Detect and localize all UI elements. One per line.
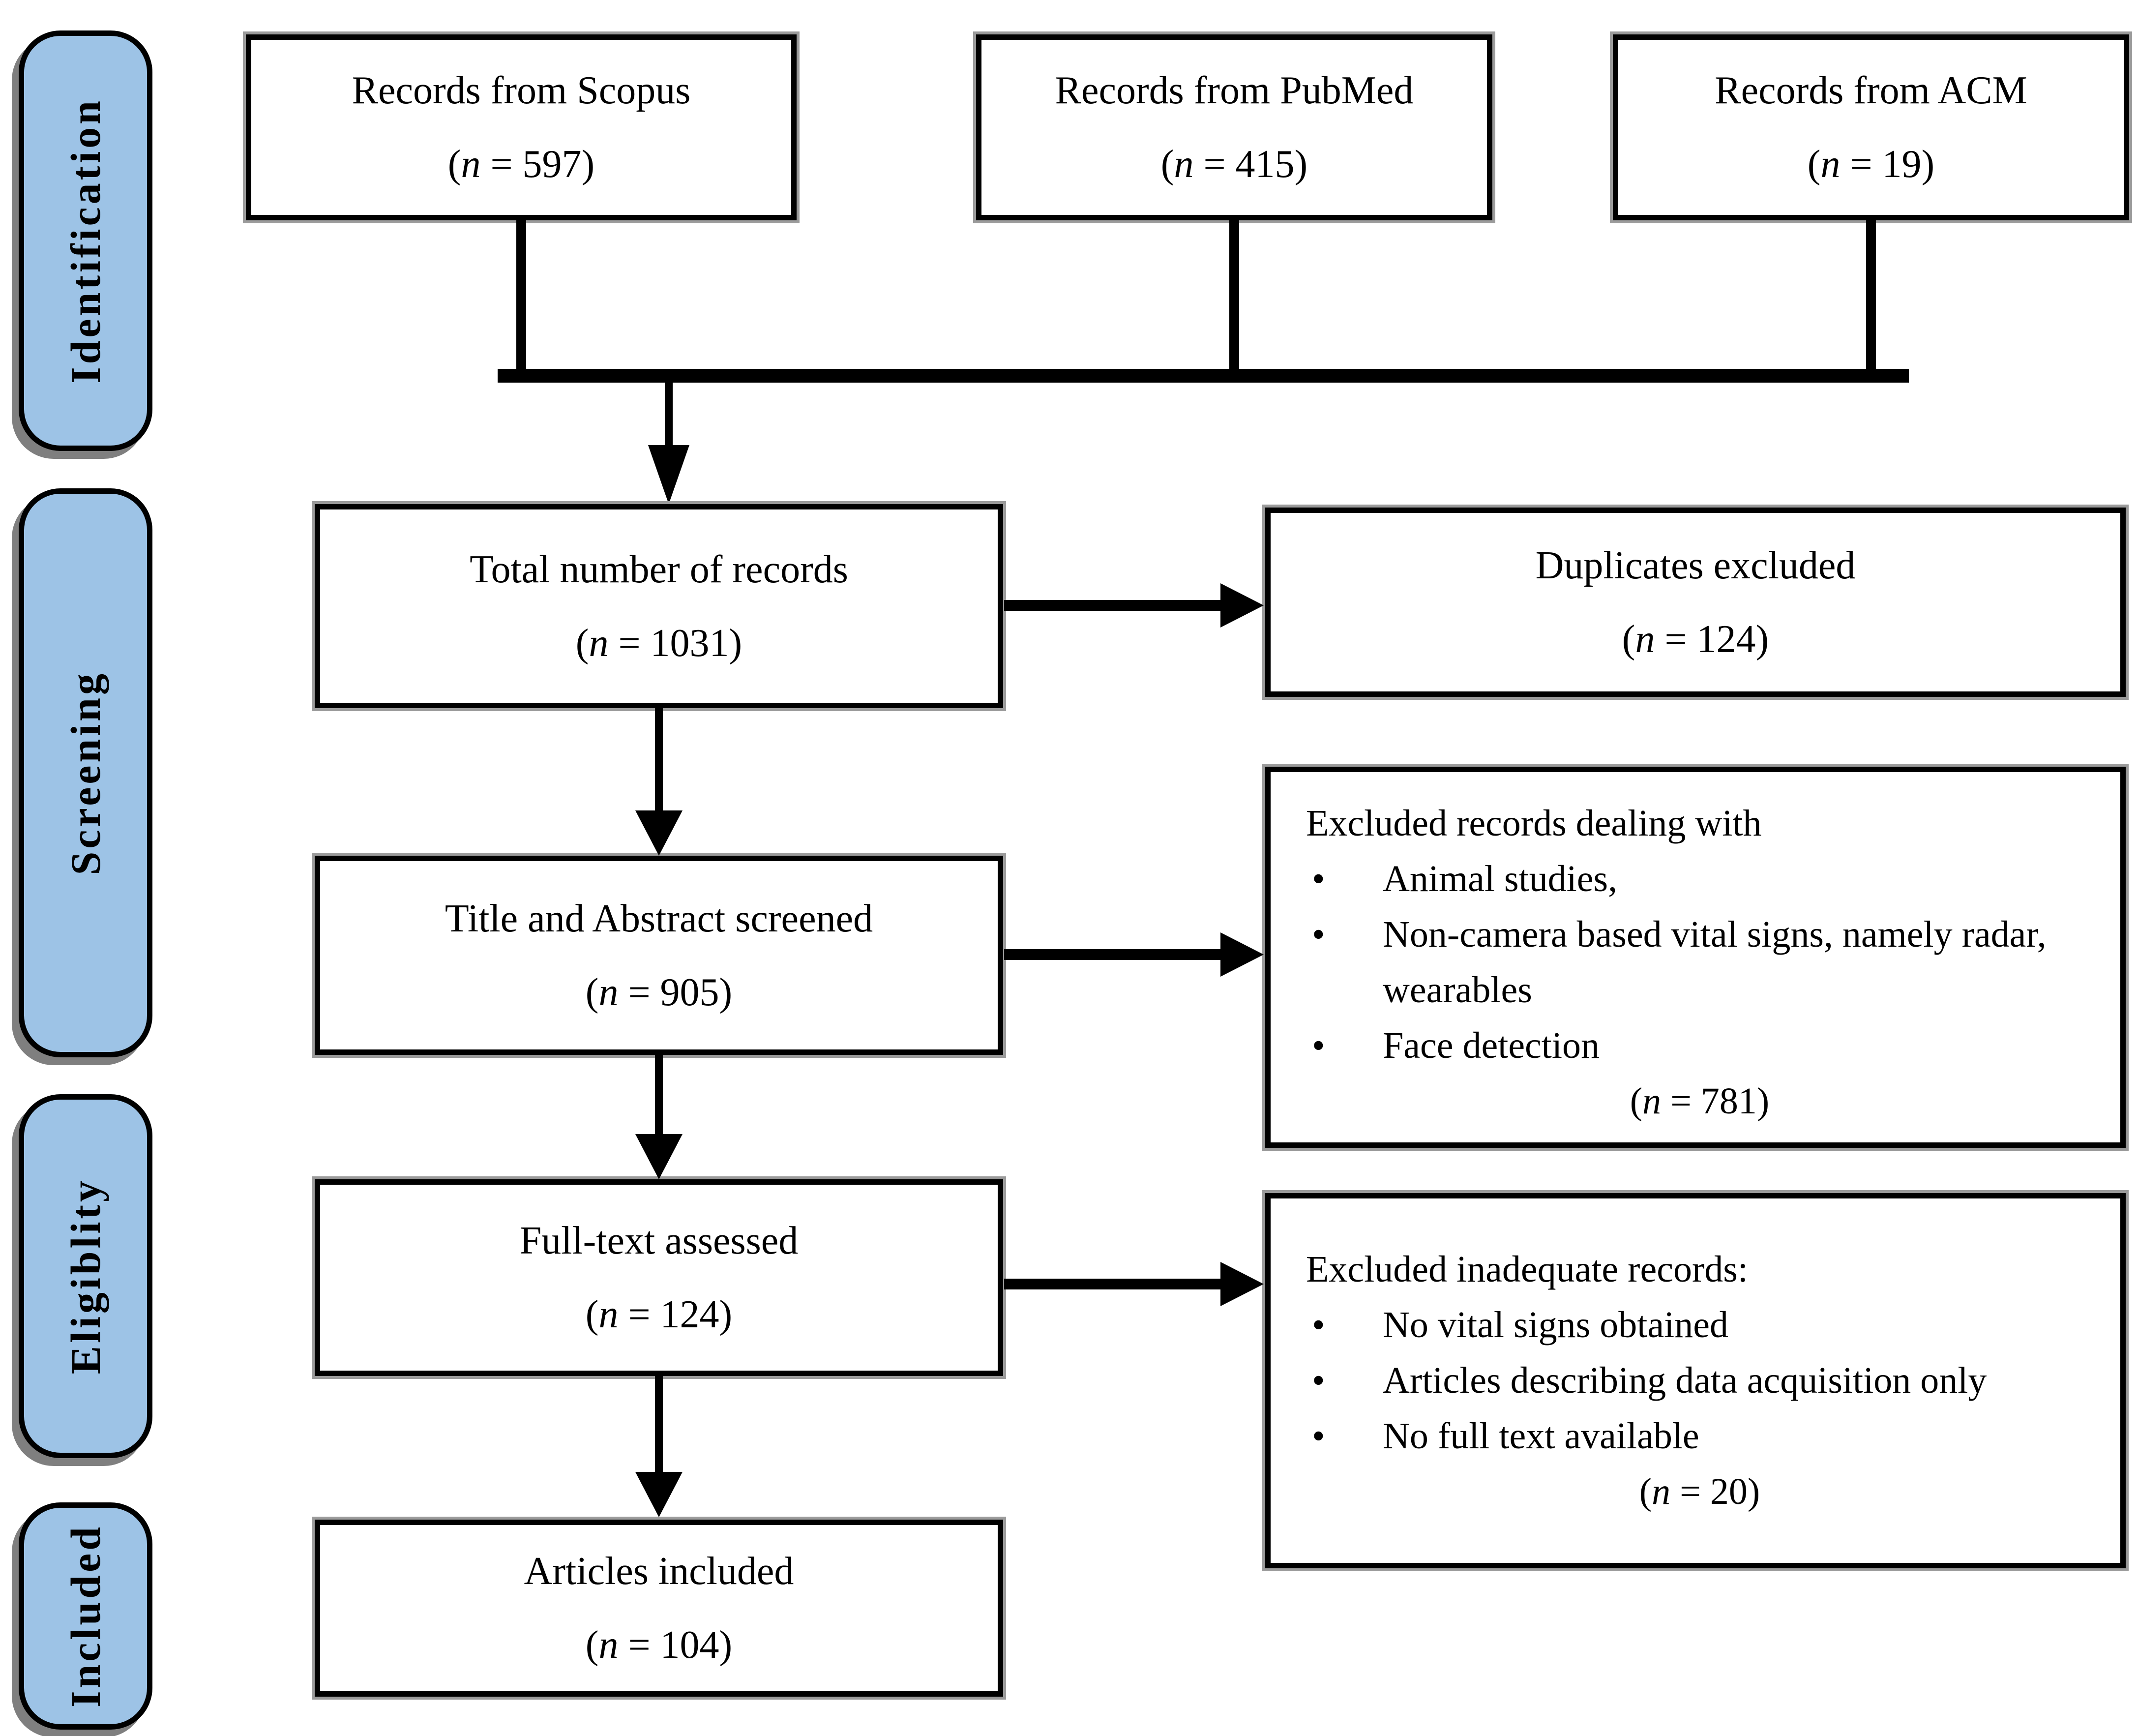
list-item-text: No full text available xyxy=(1383,1415,1699,1457)
articles-included-count: (n = 104) xyxy=(585,1623,733,1667)
title-abstract-count: (n = 905) xyxy=(585,970,733,1014)
records-pubmed-count: (n = 415) xyxy=(1160,143,1308,186)
arrow-total-to-screened-shaft xyxy=(655,708,663,812)
stage-screening: Screening xyxy=(19,488,152,1057)
box-records-pubmed: Records from PubMed (n = 415) xyxy=(976,34,1492,220)
excluded-eligibility-list: • No vital signs obtained • Articles descr… xyxy=(1306,1297,2093,1464)
total-records-label: Total number of records xyxy=(470,547,848,591)
arrow-fulltext-to-excluded-head-icon xyxy=(1220,1262,1264,1306)
list-item: • No vital signs obtained xyxy=(1306,1297,2093,1353)
stage-eligibility: Eligiblity xyxy=(19,1094,152,1458)
list-item-text: Animal studies, xyxy=(1383,858,1618,899)
arrow-total-to-screened-head-icon xyxy=(635,810,683,856)
list-item-text: Articles describing data acquisition onl… xyxy=(1383,1360,1987,1401)
arrow-total-to-duplicates-head-icon xyxy=(1220,583,1264,628)
arrow-merge-to-total-head-icon xyxy=(648,445,689,504)
articles-included-label: Articles included xyxy=(524,1550,794,1593)
excluded-screening-count: (n = 781) xyxy=(1630,1080,1770,1122)
records-acm-label: Records from ACM xyxy=(1715,69,2027,112)
box-excluded-eligibility: Excluded inadequate records: • No vital s… xyxy=(1265,1193,2126,1568)
box-records-acm: Records from ACM (n = 19) xyxy=(1613,34,2129,220)
connector-pubmed-down xyxy=(1229,220,1239,369)
connector-merge-bar xyxy=(498,369,1909,383)
bullet-icon: • xyxy=(1312,914,1325,955)
box-excluded-screening: Excluded records dealing with • Animal st… xyxy=(1265,767,2126,1148)
connector-acm-down xyxy=(1866,220,1876,369)
list-item: • Non-camera based vital signs, namely ra… xyxy=(1306,907,2093,1018)
arrow-total-to-duplicates-shaft xyxy=(1004,600,1223,611)
bullet-icon: • xyxy=(1312,1304,1325,1346)
list-item: • Face detection xyxy=(1306,1018,2093,1074)
arrow-screened-to-excluded-shaft xyxy=(1004,949,1223,960)
arrow-merge-to-total-shaft xyxy=(665,382,673,447)
excluded-screening-list: • Animal studies, • Non-camera based vital… xyxy=(1306,851,2093,1074)
arrow-fulltext-to-excluded-shaft xyxy=(1004,1279,1223,1289)
arrow-screened-to-fulltext-shaft xyxy=(655,1055,663,1136)
list-item-text: Face detection xyxy=(1383,1025,1600,1066)
list-item: • Animal studies, xyxy=(1306,851,2093,907)
duplicates-excluded-count: (n = 124) xyxy=(1622,617,1769,661)
stage-eligibility-label: Eligiblity xyxy=(62,1178,109,1375)
records-scopus-count: (n = 597) xyxy=(447,143,595,186)
records-pubmed-label: Records from PubMed xyxy=(1055,69,1414,112)
stage-included: Included xyxy=(19,1502,152,1730)
list-item-text: No vital signs obtained xyxy=(1383,1304,1728,1346)
records-acm-count: (n = 19) xyxy=(1807,143,1935,186)
excluded-screening-title: Excluded records dealing with xyxy=(1306,803,1762,844)
title-abstract-label: Title and Abstract screened xyxy=(445,897,873,940)
box-duplicates-excluded: Duplicates excluded (n = 124) xyxy=(1265,508,2126,697)
box-fulltext-assessed: Full-text assessed (n = 124) xyxy=(315,1179,1003,1376)
bullet-icon: • xyxy=(1312,1025,1325,1066)
arrow-screened-to-excluded-head-icon xyxy=(1220,932,1264,977)
bullet-icon: • xyxy=(1312,1360,1325,1401)
stage-identification: Identification xyxy=(19,30,152,451)
box-title-abstract-screened: Title and Abstract screened (n = 905) xyxy=(315,856,1003,1055)
excluded-eligibility-count: (n = 20) xyxy=(1639,1471,1760,1512)
box-records-scopus: Records from Scopus (n = 597) xyxy=(246,34,797,220)
list-item-text: Non-camera based vital signs, namely rad… xyxy=(1383,914,2047,1011)
total-records-count: (n = 1031) xyxy=(575,621,742,665)
arrow-screened-to-fulltext-head-icon xyxy=(635,1134,683,1179)
excluded-eligibility-title: Excluded inadequate records: xyxy=(1306,1249,1748,1290)
records-scopus-label: Records from Scopus xyxy=(352,69,691,112)
list-item: • No full text available xyxy=(1306,1408,2093,1464)
connector-scopus-down xyxy=(516,220,526,369)
stage-screening-label: Screening xyxy=(62,670,109,875)
arrow-fulltext-to-included-shaft xyxy=(655,1376,663,1474)
list-item: • Articles describing data acquisition on… xyxy=(1306,1353,2093,1408)
arrow-fulltext-to-included-head-icon xyxy=(635,1472,683,1517)
stage-identification-label: Identification xyxy=(62,98,109,384)
stage-included-label: Included xyxy=(62,1524,109,1708)
bullet-icon: • xyxy=(1312,1415,1325,1457)
box-total-records: Total number of records (n = 1031) xyxy=(315,504,1003,708)
fulltext-count: (n = 124) xyxy=(585,1293,733,1336)
bullet-icon: • xyxy=(1312,858,1325,899)
box-articles-included: Articles included (n = 104) xyxy=(315,1520,1003,1697)
duplicates-excluded-label: Duplicates excluded xyxy=(1535,543,1856,587)
fulltext-label: Full-text assessed xyxy=(519,1219,799,1262)
